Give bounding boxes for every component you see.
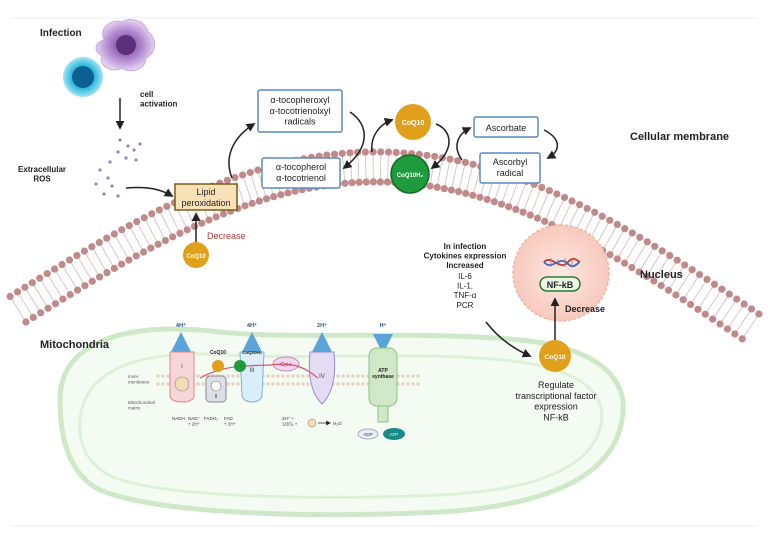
nucleus-label: Nucleus	[640, 269, 683, 281]
mitochondrion	[60, 329, 623, 515]
coq10-mito-label: CoQ10	[210, 350, 226, 356]
proton-label-2: 4H⁺	[247, 322, 257, 329]
complex-II: II	[206, 376, 226, 402]
nad-label: NAD⁺+ 2H⁺	[188, 416, 201, 426]
coq10h2-circle: CoQ10H₂	[391, 155, 429, 193]
nfkb-box: NF-kB	[540, 277, 580, 291]
coq10h2-mito-label: CoQ10H₂	[242, 350, 262, 355]
coq10-circle-nucleus: CoQ10	[539, 340, 571, 372]
atp-label: ATP	[390, 432, 398, 437]
coq10-circle-top: CoQ10	[395, 104, 431, 140]
ros-particles-icon	[94, 138, 141, 197]
ascorbate-label: Ascorbate	[486, 123, 527, 133]
coq10-nucleus-label: CoQ10	[545, 354, 566, 361]
coq10-circle-lipid: CoQ10	[183, 242, 209, 268]
coq10-top-label: CoQ10	[402, 120, 425, 127]
coq10h2-label: CoQ10H₂	[397, 173, 424, 179]
cell-membrane-bilayer	[6, 148, 762, 342]
nfkb-label: NF-kB	[547, 280, 574, 290]
adp-pill: ADP	[358, 429, 378, 439]
complex-iii-roman: III	[249, 368, 254, 374]
complex-iv-roman: IV	[319, 374, 325, 380]
complex-III: III	[240, 352, 264, 402]
complex-ii-roman: II	[215, 394, 218, 400]
adp-label: ADP	[363, 432, 372, 437]
oxygen-circle	[308, 419, 316, 427]
atp-pill: ATP	[383, 428, 405, 440]
h2o-label: H₂O	[333, 421, 342, 426]
decrease-label: Decrease	[207, 231, 246, 241]
ascorbate-box: Ascorbate	[474, 117, 538, 137]
complex-I: I	[170, 352, 194, 402]
coq10-label: CoQ10	[186, 254, 206, 260]
fadh2-label: FADH₂	[204, 416, 218, 421]
macrophage-cell-icon	[96, 20, 155, 71]
proton-label-4: H⁺	[380, 322, 387, 329]
nucleus-decrease-label: Decrease	[565, 304, 605, 314]
nadh-label: NADH	[172, 416, 185, 421]
mitochondria-label: Mitochondria	[40, 339, 110, 351]
proton-label-3: 2H⁺	[317, 322, 327, 329]
infection-label: Infection	[40, 28, 82, 39]
lymphocyte-cell-icon	[63, 57, 103, 97]
cellular-membrane-label: Cellular membrane	[630, 131, 729, 143]
proton-label-1: 4H⁺	[176, 322, 186, 329]
